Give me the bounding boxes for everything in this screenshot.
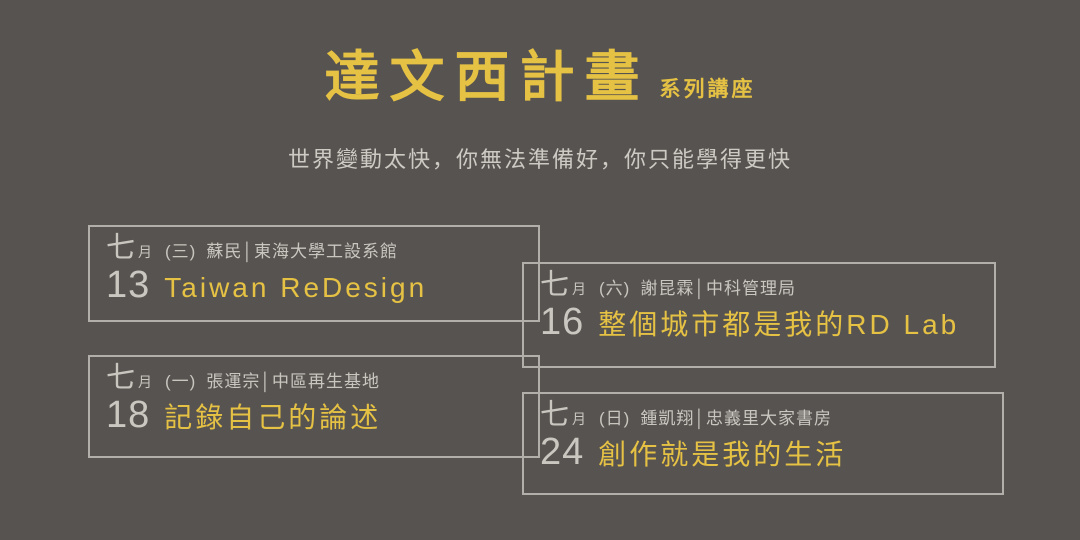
month-label: 七 bbox=[540, 269, 570, 301]
event-title-row: 24 創作就是我的生活 bbox=[540, 433, 986, 471]
event-meta-row: 七 月 (日) 鍾凱翔│忠義里大家書房 bbox=[540, 401, 986, 430]
day-number: 18 bbox=[106, 394, 151, 436]
month-label: 七 bbox=[106, 362, 136, 394]
month-label: 七 bbox=[540, 399, 570, 431]
month-unit-label: 月 bbox=[572, 411, 587, 427]
event-meta-row: 七 月 (六) 謝昆霖│中科管理局 bbox=[540, 271, 978, 300]
speaker-venue-label: 張運宗│中區再生基地 bbox=[206, 372, 380, 391]
event-card-24: 七 月 (日) 鍾凱翔│忠義里大家書房 24 創作就是我的生活 bbox=[522, 392, 1004, 495]
page-title-suffix: 系列講座 bbox=[659, 78, 756, 101]
event-title: 創作就是我的生活 bbox=[598, 439, 847, 470]
header: 達文西計畫 系列講座 bbox=[0, 32, 1080, 112]
event-card-13: 七 月 (三) 蘇民│東海大學工設系館 13 Taiwan ReDesign bbox=[88, 225, 540, 322]
month-label: 七 bbox=[106, 232, 136, 264]
day-number: 13 bbox=[106, 264, 151, 306]
event-title: 記錄自己的論述 bbox=[164, 402, 382, 433]
month-unit-label: 月 bbox=[138, 374, 153, 390]
month-unit-label: 月 bbox=[572, 281, 587, 297]
weekday-label: (三) bbox=[165, 242, 197, 261]
day-number: 16 bbox=[540, 301, 585, 343]
weekday-label: (一) bbox=[165, 372, 197, 391]
month-unit-label: 月 bbox=[138, 244, 153, 260]
speaker-venue-label: 謝昆霖│中科管理局 bbox=[640, 279, 796, 298]
event-title-row: 18 記錄自己的論述 bbox=[106, 396, 522, 434]
event-meta-row: 七 月 (一) 張運宗│中區再生基地 bbox=[106, 364, 522, 393]
speaker-venue-label: 蘇民│東海大學工設系館 bbox=[206, 242, 398, 261]
tagline: 世界變動太快，你無法準備好，你只能學得更快 bbox=[287, 147, 792, 172]
weekday-label: (六) bbox=[599, 279, 631, 298]
speaker-venue-label: 鍾凱翔│忠義里大家書房 bbox=[640, 409, 832, 428]
page-title: 達文西計畫 bbox=[324, 46, 650, 108]
event-card-16: 七 月 (六) 謝昆霖│中科管理局 16 整個城市都是我的RD Lab bbox=[522, 262, 996, 368]
event-meta-row: 七 月 (三) 蘇民│東海大學工設系館 bbox=[106, 234, 522, 263]
event-title-row: 13 Taiwan ReDesign bbox=[106, 266, 522, 304]
event-card-18: 七 月 (一) 張運宗│中區再生基地 18 記錄自己的論述 bbox=[88, 355, 540, 458]
day-number: 24 bbox=[540, 431, 585, 473]
weekday-label: (日) bbox=[599, 409, 631, 428]
event-title: 整個城市都是我的RD Lab bbox=[598, 309, 960, 340]
event-title: Taiwan ReDesign bbox=[164, 272, 428, 303]
event-title-row: 16 整個城市都是我的RD Lab bbox=[540, 303, 978, 341]
